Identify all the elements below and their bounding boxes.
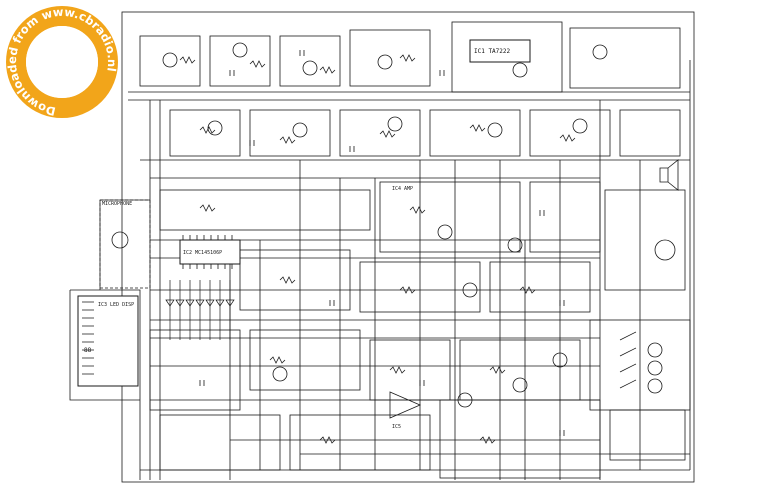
- microphone-label: MICROPHONE: [102, 201, 132, 207]
- switch-bank: [619, 331, 637, 389]
- watermark-seal: Downloaded from www.cbradio.nl: [5, 5, 119, 119]
- schematic-wiring: [69, 11, 695, 483]
- ic-audio-label: IC4 AMP: [392, 186, 413, 192]
- ic-pll-chip: [179, 235, 241, 269]
- ic-main-label: IC1 TA7222: [474, 48, 511, 55]
- ic-display-label: IC3 LED DISP: [98, 302, 134, 308]
- diode-matrix: [165, 280, 235, 340]
- ic-pll-label: IC2 MC145106P: [183, 250, 222, 256]
- ic-main-chip: [469, 39, 531, 63]
- display-digits: 88: [84, 347, 92, 354]
- display-module: [77, 295, 139, 387]
- ic-mod-label: IC5: [392, 424, 401, 430]
